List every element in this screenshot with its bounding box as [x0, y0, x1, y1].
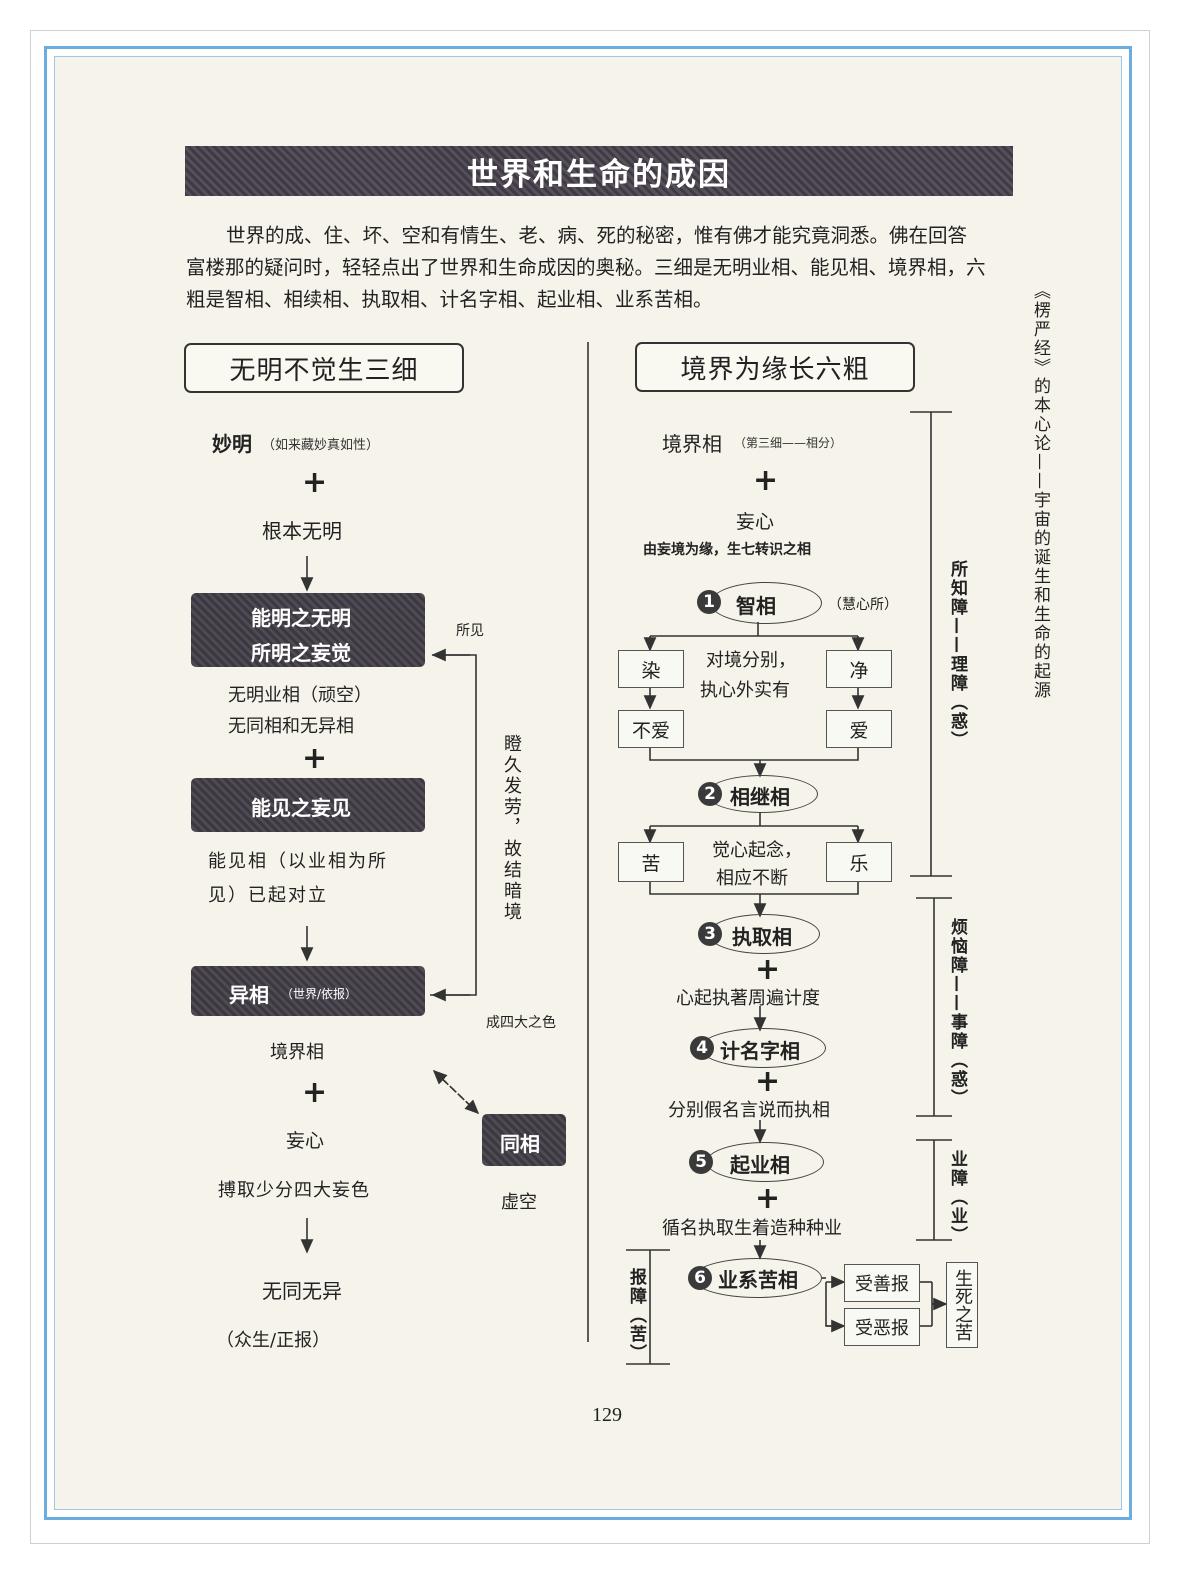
- chengsi-label: 成四大之色: [486, 1015, 556, 1031]
- zhixiang-label: 智相: [736, 594, 776, 618]
- box-ebao: 受恶报: [844, 1308, 920, 1346]
- box-ku: 苦: [618, 842, 684, 882]
- qiye-label: 起业相: [730, 1153, 790, 1177]
- tongxiang-label: 同相: [500, 1132, 540, 1156]
- box-tongxiang: 同相: [482, 1114, 566, 1166]
- box-buai: 不爱: [618, 710, 684, 748]
- xiangji-label: 相继相: [730, 785, 790, 809]
- dengjiu-text: 瞪久发劳，故结暗境: [501, 734, 522, 923]
- plus-3: +: [302, 1075, 328, 1110]
- num-6-icon: 6: [688, 1266, 712, 1290]
- num-5-icon: 5: [689, 1150, 713, 1174]
- box-ai: 爱: [826, 710, 892, 748]
- wuming-yexiang: 无明业相（顽空）: [228, 685, 372, 706]
- wutong-wuyi-2: 无同无异: [262, 1279, 342, 1303]
- box1-line2: 所明之妄觉: [251, 641, 351, 665]
- wangxin-left: 妄心: [286, 1130, 325, 1152]
- baozhang-label: 报障（苦）: [626, 1268, 646, 1363]
- plus-1: +: [302, 465, 328, 500]
- zhixiang-note: （慧心所）: [828, 597, 898, 613]
- fannao-label: 烦恼障——事障（惑）: [947, 918, 967, 1108]
- nengjian-line1: 能见相（以业相为所: [208, 851, 388, 872]
- plus-r3: +: [755, 1064, 781, 1099]
- jue-line2: 相应不断: [716, 868, 788, 889]
- wangxin-right: 妄心: [736, 511, 775, 533]
- page-title: 世界和生命的成因: [467, 156, 731, 193]
- jingjie-xiang-right: 境界相: [662, 432, 722, 456]
- miaoming-note: （如来藏妙真如性）: [262, 438, 380, 453]
- box-le: 乐: [826, 842, 892, 882]
- box-jing: 净: [826, 650, 892, 688]
- zhiqu-label: 执取相: [732, 925, 792, 949]
- wutong-wuyi: 无同相和无异相: [228, 716, 354, 737]
- duijing-line1: 对境分别，: [706, 650, 796, 671]
- xukong-label: 虚空: [501, 1192, 537, 1213]
- box-ran: 染: [618, 650, 684, 688]
- suojian-label: 所见: [456, 623, 484, 639]
- box1-line1: 能明之无明: [251, 606, 351, 630]
- zhiqu-desc: 心起执著周遍计度: [676, 988, 820, 1009]
- box-yixiang: 异相 （世界/依报）: [191, 966, 425, 1016]
- miaoming: 妙明: [212, 432, 252, 456]
- num-3-icon: 3: [698, 922, 722, 946]
- duijing-line2: 执心外实有: [700, 680, 790, 701]
- jingjie-xiang-left: 境界相: [270, 1042, 324, 1063]
- box3-note: （世界/依报）: [281, 987, 358, 1001]
- jingjie-note: （第三细——相分）: [734, 436, 843, 450]
- num-1-icon: 1: [697, 590, 721, 614]
- box-shengsi: 生死之苦: [946, 1262, 978, 1348]
- box2-label: 能见之妄见: [251, 796, 351, 820]
- wangxin-note: 由妄境为缘，生七转识之相: [643, 542, 811, 558]
- box-nengming: 能明之无明 所明之妄觉: [191, 593, 425, 667]
- box-shanbao: 受善报: [844, 1264, 920, 1302]
- page-number: 129: [592, 1404, 622, 1426]
- zhongsheng-zhengbao: （众生/正报）: [216, 1330, 331, 1351]
- plus-r1: +: [753, 463, 779, 498]
- title-banner: 世界和生命的成因: [185, 146, 1013, 196]
- side-title: 《楞严经》的本心论——宇宙的诞生和生命的起源: [1030, 282, 1050, 700]
- num-2-icon: 2: [698, 782, 722, 806]
- plus-2: +: [302, 741, 328, 776]
- jiming-label: 计名字相: [720, 1039, 800, 1063]
- box-nengjian: 能见之妄见: [191, 778, 425, 832]
- bozu-sida: 搏取少分四大妄色: [218, 1180, 370, 1201]
- jiming-desc: 分别假名言说而执相: [668, 1100, 830, 1121]
- blue-border: [44, 46, 1132, 1520]
- suozhi-label: 所知障——理障（惑）: [947, 560, 967, 750]
- qiye-desc: 循名执取生着造种种业: [662, 1218, 842, 1239]
- right-header: 境界为缘长六粗: [635, 342, 915, 392]
- plus-r4: +: [755, 1181, 781, 1216]
- num-4-icon: 4: [690, 1036, 714, 1060]
- yexi-label: 业系苦相: [718, 1268, 798, 1292]
- left-header: 无明不觉生三细: [184, 343, 464, 393]
- plus-r2: +: [755, 952, 781, 987]
- box3-label: 异相: [229, 983, 269, 1007]
- nengjian-line2: 见）已起对立: [208, 885, 328, 906]
- jue-line1: 觉心起念，: [712, 840, 802, 861]
- genben-wuming: 根本无明: [262, 519, 342, 543]
- yezhang-label: 业障（业）: [947, 1150, 967, 1245]
- intro-paragraph: 世界的成、住、坏、空和有情生、老、病、死的秘密，惟有佛才能究竟洞悉。佛在回答富楼…: [186, 224, 986, 311]
